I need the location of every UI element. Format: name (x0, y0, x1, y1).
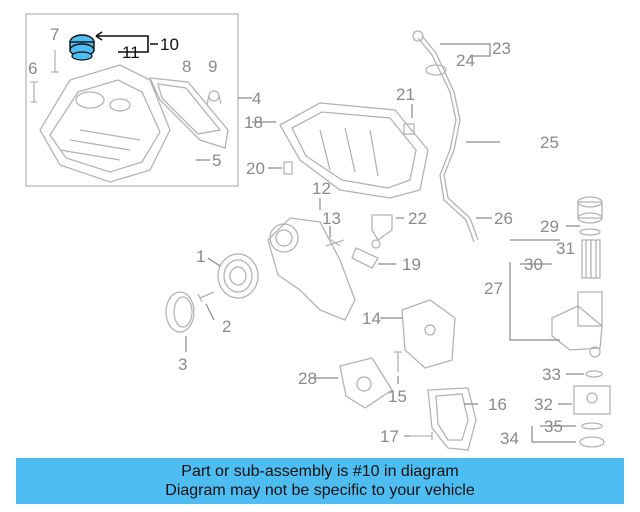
part-12-timing-cover (267, 217, 356, 321)
part-info-banner: Part or sub-assembly is #10 in diagram D… (16, 458, 624, 504)
part-17-bolt (410, 432, 433, 440)
label-33: 33 (542, 365, 561, 384)
part-20-drain-plug (283, 161, 293, 175)
part-27-filter-housing (551, 291, 603, 358)
label-16: 16 (488, 395, 507, 414)
part-21-bolt (403, 123, 415, 135)
label-31: 31 (556, 239, 575, 258)
part-3-seal (165, 291, 195, 333)
part-29-cap (577, 196, 603, 224)
label-2: 2 (222, 317, 231, 336)
label-25: 25 (540, 133, 559, 152)
label-21: 21 (396, 85, 415, 104)
part-25-dipstick (412, 30, 479, 243)
part-1-pulley (217, 253, 259, 299)
label-15: 15 (388, 387, 407, 406)
part-31-oring (579, 228, 601, 236)
label-23: 23 (492, 39, 511, 58)
label-14: 14 (362, 309, 381, 328)
part-16-cover (427, 387, 477, 451)
part-15-bolt (394, 351, 402, 372)
label-19: 19 (402, 255, 421, 274)
label-5: 5 (212, 151, 221, 170)
label-20: 20 (246, 159, 265, 178)
label-3: 3 (178, 355, 187, 374)
label-10-highlighted[interactable]: 10 (160, 35, 179, 54)
label-18: 18 (244, 113, 263, 132)
part-33-washer (585, 370, 603, 378)
label-32: 32 (534, 395, 553, 414)
part-22-sensor (371, 214, 393, 249)
part-34-gasket (579, 436, 605, 448)
part-8-gasket (148, 77, 229, 149)
part-35-seal (581, 422, 603, 430)
banner-line-part: Part or sub-assembly is #10 in diagram (181, 463, 459, 480)
label-29: 29 (540, 217, 559, 236)
label-28: 28 (298, 369, 317, 388)
label-22: 22 (408, 209, 427, 228)
label-35: 35 (544, 417, 563, 436)
inset-frame (25, 13, 239, 187)
label-7: 7 (50, 25, 59, 44)
label-9: 9 (208, 57, 217, 76)
part-18-oil-pan (279, 102, 429, 199)
label-12: 12 (312, 179, 331, 198)
label-4: 4 (252, 89, 261, 108)
part-10-oil-cap-highlighted[interactable] (69, 34, 95, 61)
part-32-cooler (573, 385, 611, 415)
label-24: 24 (456, 51, 475, 70)
part-6-bolt (30, 81, 38, 103)
label-30: 30 (524, 255, 543, 274)
part-19-gasket (351, 247, 379, 269)
label-1: 1 (196, 247, 205, 266)
label-11: 11 (122, 43, 140, 62)
label-8: 8 (182, 57, 191, 76)
part-28-plate (339, 357, 393, 409)
part-7-stud (51, 50, 59, 73)
part-labels: 7 10 11 6 8 9 4 5 23 24 21 18 25 20 12 2… (28, 25, 575, 448)
part-2-bolt (197, 291, 215, 303)
banner-line-disclaimer: Diagram may not be specific to your vehi… (165, 482, 475, 499)
label-17: 17 (380, 427, 399, 446)
label-13: 13 (322, 209, 341, 228)
part-13-pin (325, 237, 345, 247)
label-34: 34 (500, 429, 519, 448)
label-27: 27 (484, 279, 503, 298)
label-26: 26 (494, 209, 513, 228)
part-30-filter-element (581, 239, 601, 279)
part-9-grommet (206, 90, 222, 105)
label-6: 6 (28, 59, 37, 78)
part-5-valve-cover (39, 64, 171, 183)
leader-lines (95, 31, 584, 443)
part-14-bracket (401, 299, 456, 369)
